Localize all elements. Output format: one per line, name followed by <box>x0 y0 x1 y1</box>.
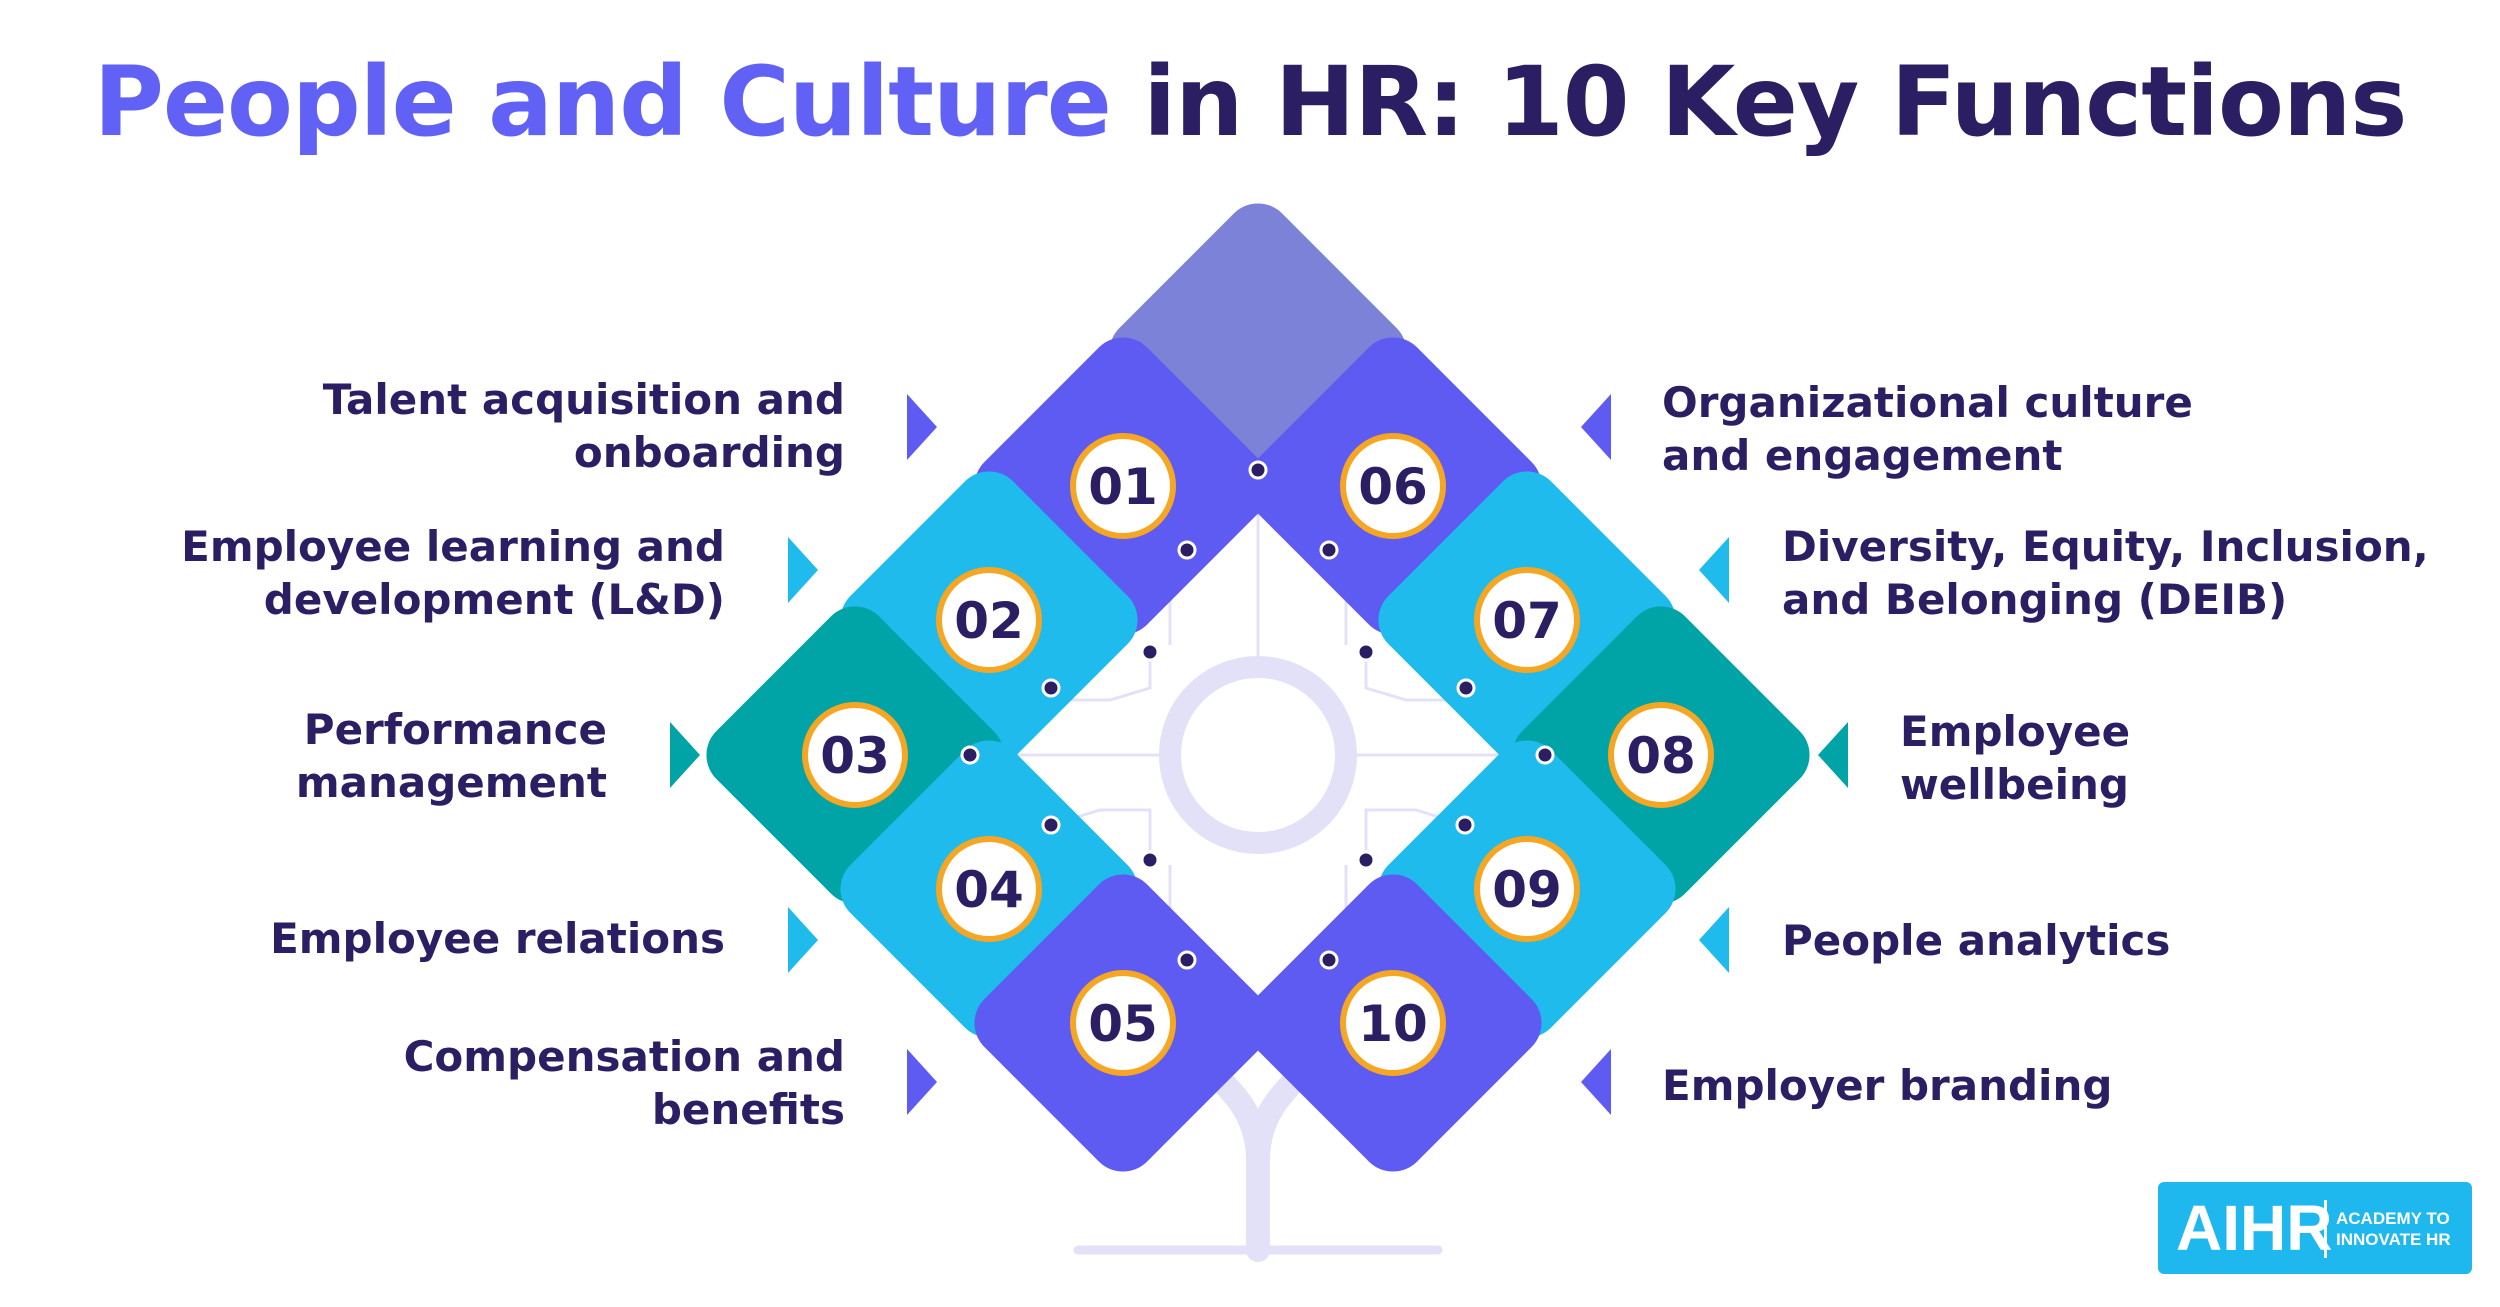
function-number-02: 02 <box>954 592 1024 650</box>
function-number-05: 05 <box>1088 995 1158 1053</box>
label-pointers <box>670 394 1848 1115</box>
function-number-03: 03 <box>820 727 890 785</box>
function-number-01: 01 <box>1088 458 1158 516</box>
function-diamond-10: 10 <box>1244 874 1542 1172</box>
connector-dot <box>1535 745 1555 765</box>
number-badge <box>1608 702 1714 808</box>
function-label-07: Diversity, Equity, Inclusion,and Belongi… <box>1782 522 2429 624</box>
logo-wordmark: AIHR <box>2176 1192 2333 1264</box>
connector-dot <box>1177 540 1197 560</box>
number-badge <box>1474 836 1580 942</box>
number-badge <box>936 567 1042 673</box>
function-diamond-05: 05 <box>974 874 1272 1172</box>
title-highlight: People and Culture <box>93 46 1112 158</box>
pointer-10 <box>1581 1049 1611 1115</box>
connector-dot <box>1356 642 1376 662</box>
connector-dot <box>1041 678 1061 698</box>
connector-dot <box>1319 950 1339 970</box>
connector-dot <box>1356 850 1376 870</box>
pointer-09 <box>1699 907 1729 973</box>
title-rest: in HR: 10 Key Functions <box>1110 46 2407 158</box>
pointer-05 <box>907 1049 937 1115</box>
number-badge <box>1340 970 1446 1076</box>
number-badge <box>1340 433 1446 539</box>
number-badge <box>1070 433 1176 539</box>
connector-dot <box>1140 850 1160 870</box>
function-number-10: 10 <box>1358 995 1428 1053</box>
connector-dot <box>1041 815 1061 835</box>
pointer-08 <box>1818 722 1848 788</box>
connector-dot <box>960 745 980 765</box>
number-badge <box>1474 567 1580 673</box>
pointer-02 <box>788 537 818 603</box>
connector-dot <box>1319 540 1339 560</box>
pointer-03 <box>670 722 700 788</box>
number-badge <box>936 836 1042 942</box>
connector-dot <box>1177 950 1197 970</box>
pointer-01 <box>907 394 937 460</box>
number-badge <box>1070 970 1176 1076</box>
function-diamonds: 01 02 03 04 05 06 07 08 09 10 <box>706 337 1810 1172</box>
connector-dot <box>1456 678 1476 698</box>
function-label-04: Employee relations <box>270 914 725 963</box>
connector-dots <box>960 460 1555 970</box>
pointer-06 <box>1581 394 1611 460</box>
number-badge <box>802 702 908 808</box>
function-number-09: 09 <box>1492 861 1562 919</box>
page-title: People and Culture in HR: 10 Key Functio… <box>0 42 2500 162</box>
function-number-04: 04 <box>954 861 1024 919</box>
logo-divider <box>2324 1200 2327 1258</box>
function-number-07: 07 <box>1492 592 1562 650</box>
function-label-09: People analytics <box>1782 916 2171 965</box>
function-number-08: 08 <box>1626 727 1696 785</box>
function-number-06: 06 <box>1358 458 1428 516</box>
tree-trunk <box>1073 998 1443 1262</box>
connector-dot <box>1140 642 1160 662</box>
center-ring <box>1159 656 1357 854</box>
pointer-07 <box>1699 537 1729 603</box>
pointer-04 <box>788 907 818 973</box>
function-label-10: Employer branding <box>1662 1061 2113 1110</box>
connector-dot <box>1248 460 1268 480</box>
connector-dot <box>1455 815 1475 835</box>
